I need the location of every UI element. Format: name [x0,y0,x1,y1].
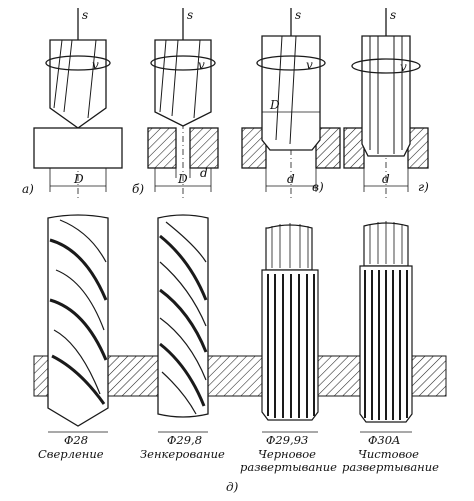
panel-label-e: д) [226,480,239,494]
panel-c-rough-reaming-scheme [241,8,341,200]
diameter-label-d: d [382,172,390,186]
rough-reamer-tool [261,223,319,433]
caption-rough-reaming-line2: развертывание [240,460,337,474]
panel-a-drilling-scheme [33,8,123,200]
panel-label-d: г) [418,180,429,194]
panel-label-b: б) [132,182,145,196]
finish-reamer-tool [359,221,413,433]
countersink-tool [157,214,209,433]
diameter-label-a: D [74,172,84,186]
feed-label-a: s [82,8,89,22]
panel-label-a: а) [22,182,34,196]
size-label-finish-reamer: Φ30A [368,433,401,447]
rotation-label-b: v [198,58,205,72]
caption-finish-reaming-line1: Чистовое [358,447,419,461]
caption-drilling: Сверление [38,447,104,461]
caption-countersinking: Зенкерование [140,447,225,461]
feed-label-b: s [187,8,194,22]
size-label-countersink: Φ29,8 [167,433,203,447]
rotation-label-c: v [306,58,313,72]
size-label-rough-reamer: Φ29,93 [266,433,309,447]
diameter-label-c-upper: D [270,98,280,112]
caption-rough-reaming-line1: Черновое [258,447,316,461]
feed-label-c: s [295,8,302,22]
small-diameter-label-b: d [200,166,208,180]
drill-tool [47,214,109,433]
panel-b-countersinking-scheme [147,8,219,200]
panel-d-finish-reaming-scheme [343,8,429,200]
panel-label-c: в) [312,180,324,194]
size-label-drill: Φ28 [64,433,89,447]
diameter-label-c: d [287,172,295,186]
rotation-label-d: v [400,60,407,74]
rotation-label-a: v [92,58,99,72]
feed-label-d: s [390,8,397,22]
caption-finish-reaming-line2: развертывание [342,460,439,474]
diameter-label-b: D [178,172,188,186]
